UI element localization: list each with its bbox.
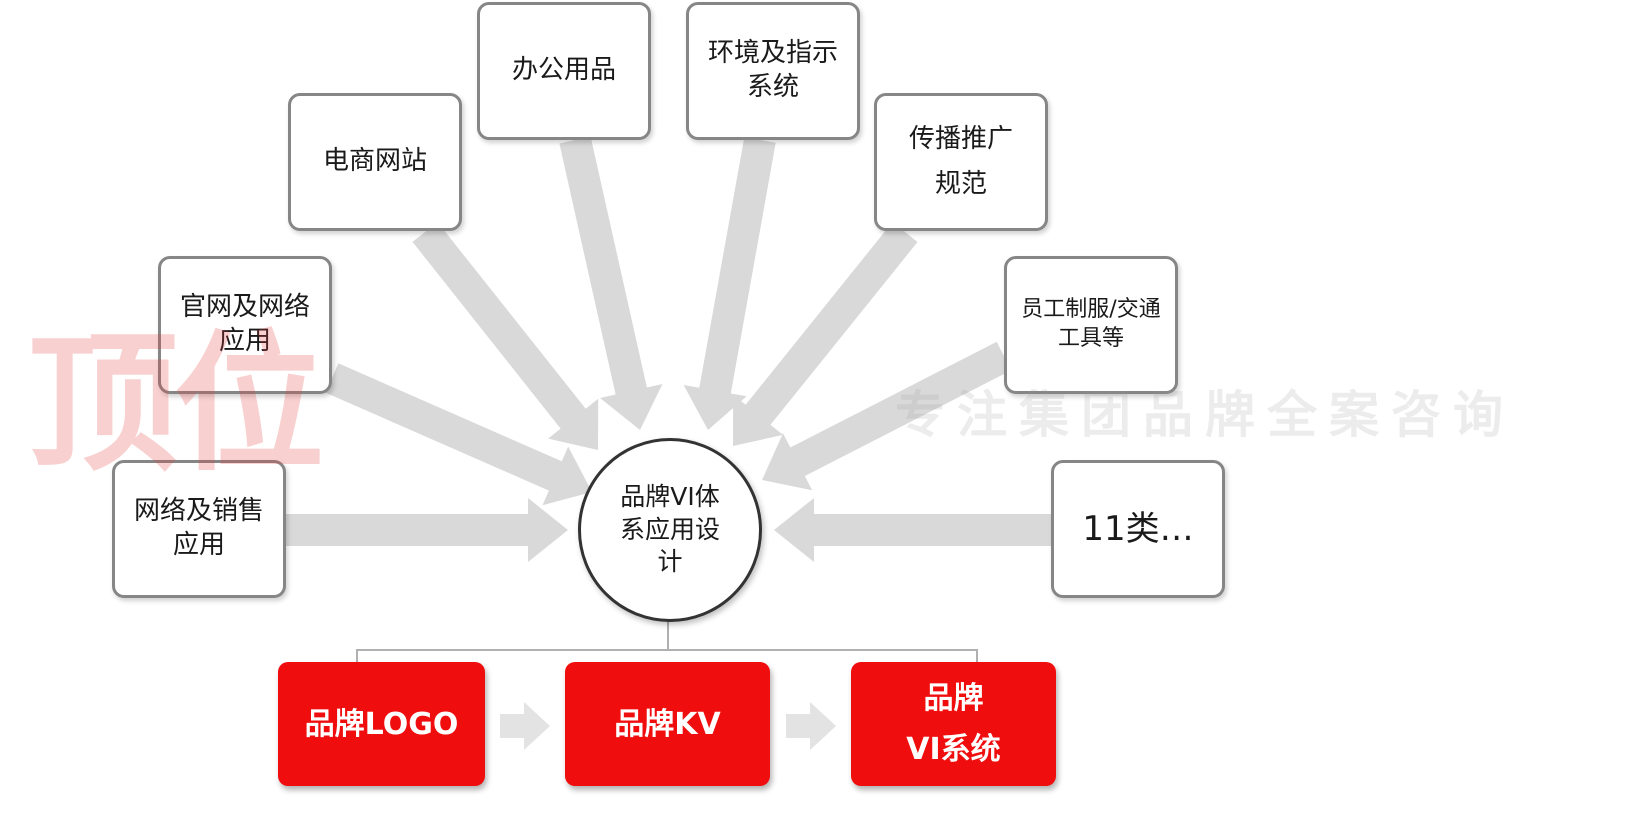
arrow-from-official-site [325, 363, 592, 506]
process-brand-logo: 品牌LOGO [278, 662, 485, 786]
node-more-line1: 11类… [1082, 508, 1194, 549]
node-office-line1: 办公用品 [511, 55, 616, 86]
node-environment-line2: 系统 [746, 72, 799, 102]
node-more: 11类… [1051, 460, 1225, 598]
process-brand-kv: 品牌KV [565, 662, 770, 786]
hub-vi-application-design: 品牌VI体 系应用设 计 [578, 438, 762, 622]
arrow-from-uniform [762, 341, 1012, 491]
arrow-from-environment [683, 137, 776, 430]
arrow-from-promotion [733, 222, 918, 446]
node-uniform-line1: 员工制服/交通 [1021, 297, 1161, 323]
node-official-site-line2: 应用 [218, 326, 271, 356]
arrow-from-office [559, 136, 663, 430]
process-brand-vi-system: 品牌 VI系统 [851, 662, 1056, 786]
hub-line2: 系应用设 [619, 514, 720, 544]
node-official-site: 官网及网络 应用 [158, 256, 332, 394]
node-promotion-line1: 传播推广 [908, 123, 1013, 154]
arrow-logo-to-kv [500, 702, 550, 750]
node-official-site-line1: 官网及网络 [179, 292, 310, 323]
node-network-sales: 网络及销售 应用 [112, 460, 286, 598]
arrow-from-more [774, 498, 1051, 562]
node-promotion-line2: 规范 [934, 169, 987, 199]
process-brand-kv-label: 品牌KV [614, 706, 721, 742]
node-ecommerce-line1: 电商网站 [322, 146, 427, 177]
node-network-sales-line1: 网络及销售 [133, 496, 264, 527]
arrow-from-ecommerce [412, 222, 599, 450]
node-uniform: 员工制服/交通 工具等 [1004, 256, 1178, 394]
node-office: 办公用品 [477, 2, 651, 140]
node-environment: 环境及指示 系统 [686, 2, 860, 140]
process-brand-logo-label: 品牌LOGO [304, 706, 459, 742]
node-ecommerce: 电商网站 [288, 93, 462, 231]
arrow-kv-to-vi [786, 702, 836, 750]
arrow-from-network-sales [286, 498, 568, 562]
connector-bar [356, 649, 978, 651]
connector-left-drop [356, 649, 358, 663]
hub-line1: 品牌VI体 [620, 482, 720, 512]
node-uniform-line2: 工具等 [1057, 326, 1124, 351]
connector-right-drop [976, 649, 978, 663]
node-promotion: 传播推广 规范 [874, 93, 1048, 231]
process-brand-vi-line1: 品牌 [923, 681, 984, 716]
process-brand-vi-line2: VI系统 [906, 732, 1001, 767]
connector-stem [667, 620, 669, 650]
hub-line3: 计 [657, 547, 683, 577]
node-network-sales-line2: 应用 [172, 530, 225, 560]
node-environment-line1: 环境及指示 [707, 38, 838, 69]
